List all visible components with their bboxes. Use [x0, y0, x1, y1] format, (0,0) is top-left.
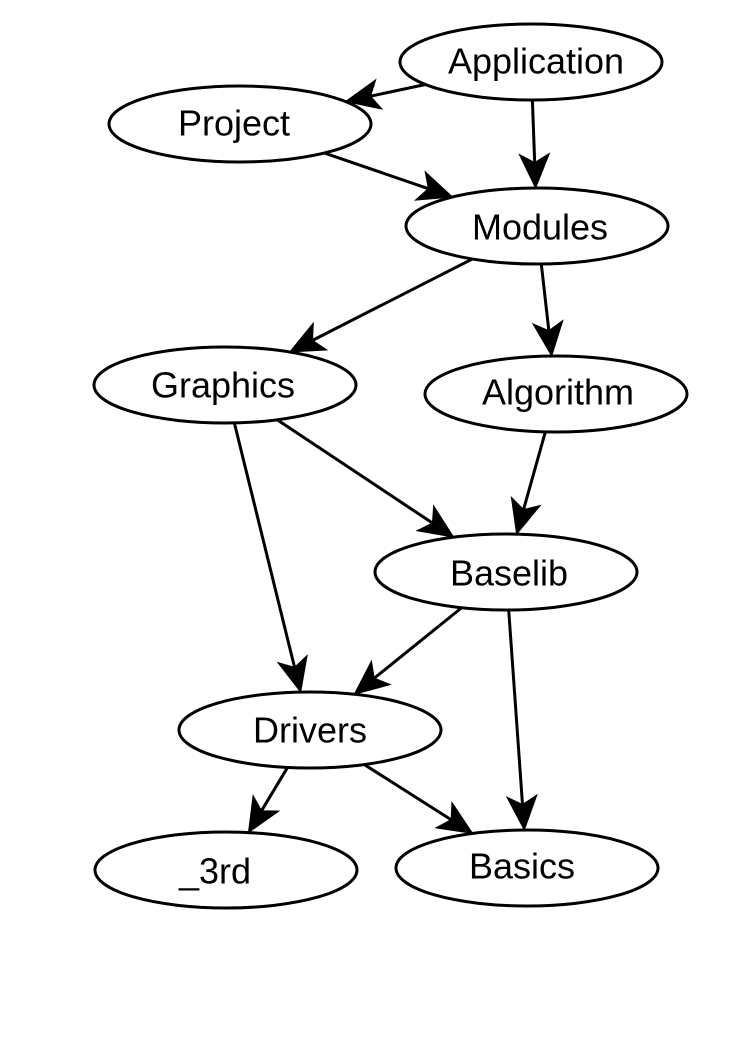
edge-graphics-to-drivers — [232, 422, 297, 668]
edge-application-to-project — [370, 83, 426, 98]
node-baselib-ellipse — [373, 532, 639, 612]
arrowhead-drivers-to-third — [247, 794, 281, 834]
node-project-ellipse — [107, 84, 373, 164]
node-modules-label: Modules — [472, 207, 608, 248]
edge-baselib-to-drivers — [373, 606, 463, 680]
node-baselib: Baselib — [373, 532, 639, 612]
node-application: Application — [398, 22, 664, 102]
arrowhead-graphics-to-drivers — [276, 654, 308, 694]
node-basics-label: Basics — [469, 846, 575, 887]
arrowhead-baselib-to-basics — [505, 793, 538, 832]
node-project: Project — [107, 84, 373, 164]
edge-algorithm-to-baselib — [522, 431, 547, 510]
node-project-label: Project — [178, 103, 290, 144]
edge-modules-to-graphics — [311, 257, 473, 342]
node-modules: Modules — [404, 186, 670, 266]
edge-project-to-modules — [324, 151, 429, 191]
arrowhead-algorithm-to-baselib — [510, 495, 542, 536]
arrowhead-drivers-to-basics — [434, 800, 474, 835]
node-baselib-label: Baselib — [450, 553, 568, 594]
node-algorithm-ellipse — [423, 354, 689, 434]
arrowhead-application-to-project — [344, 78, 384, 110]
arrowhead-modules-to-algorithm — [531, 319, 564, 358]
node-algorithm: Algorithm — [423, 354, 689, 434]
node-drivers-ellipse — [177, 690, 443, 770]
edges-layer — [232, 78, 564, 835]
node-third-label: _3rd — [178, 851, 251, 892]
node-graphics-ellipse — [92, 345, 358, 425]
node-application-ellipse — [398, 22, 664, 102]
edge-modules-to-algorithm — [539, 263, 551, 331]
edge-application-to-modules — [530, 99, 537, 163]
arrowhead-project-to-modules — [413, 170, 454, 201]
node-algorithm-label: Algorithm — [482, 372, 634, 413]
node-third: _3rd — [93, 830, 359, 910]
node-graphics-label: Graphics — [151, 365, 295, 406]
node-basics: Basics — [394, 828, 660, 908]
node-drivers: Drivers — [177, 690, 443, 770]
node-modules-ellipse — [404, 186, 670, 266]
node-basics-ellipse — [394, 828, 660, 908]
arrowhead-graphics-to-baselib — [415, 504, 455, 538]
node-third-ellipse — [93, 830, 359, 910]
edge-baselib-to-basics — [507, 609, 524, 805]
edge-drivers-to-third — [260, 766, 289, 812]
edge-drivers-to-basics — [363, 763, 452, 822]
arrowhead-modules-to-graphics — [288, 321, 329, 353]
arrowhead-baselib-to-drivers — [353, 659, 392, 696]
arrowhead-application-to-modules — [518, 152, 551, 190]
node-drivers-label: Drivers — [253, 710, 367, 751]
edge-graphics-to-baselib — [276, 418, 434, 525]
node-graphics: Graphics — [92, 345, 358, 425]
node-application-label: Application — [448, 41, 624, 82]
